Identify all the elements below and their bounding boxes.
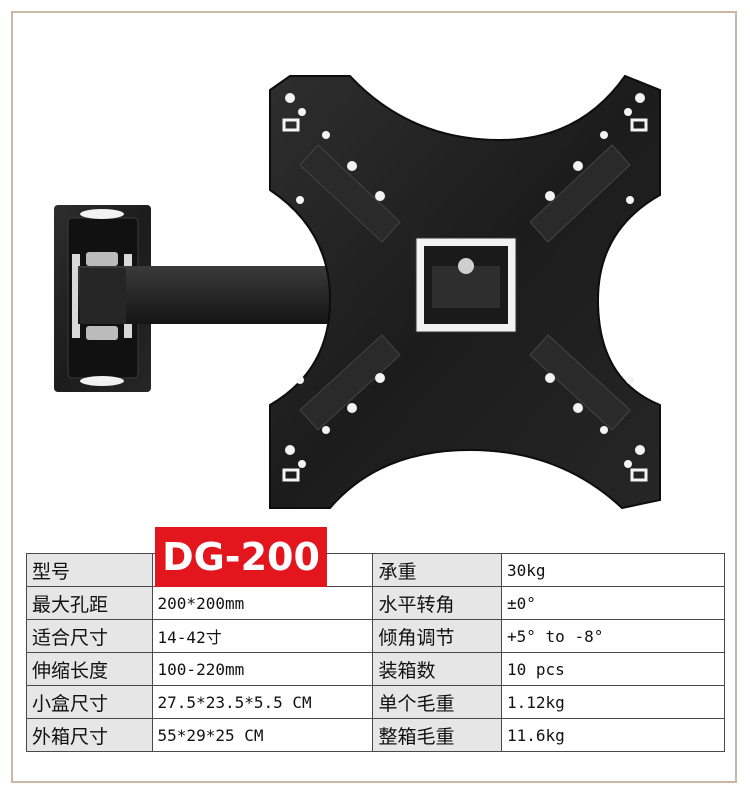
table-row: 小盒尺寸 27.5*23.5*5.5 CM 单个毛重 1.12kg <box>26 685 725 719</box>
value-carton-qty: 10 pcs <box>501 652 725 686</box>
table-row: 外箱尺寸 55*29*25 CM 整箱毛重 11.6kg <box>26 718 725 752</box>
table-row: 伸缩长度 100-220mm 装箱数 10 pcs <box>26 652 725 686</box>
label-model: 型号 <box>26 553 153 587</box>
label-carton-weight: 整箱毛重 <box>372 718 503 752</box>
value-carton-weight: 11.6kg <box>501 718 725 752</box>
value-tilt: +5° to -8° <box>501 619 725 653</box>
label-extension: 伸缩长度 <box>26 652 153 686</box>
label-carton-qty: 装箱数 <box>372 652 503 686</box>
value-swivel: ±0° <box>501 586 725 620</box>
table-row: 型号 承重 30kg <box>26 553 725 587</box>
table-row: 适合尺寸 14-42寸 倾角调节 +5° to -8° <box>26 619 725 653</box>
spec-table: 型号 承重 30kg 最大孔距 200*200mm 水平转角 ±0° 适合尺寸 … <box>26 553 725 752</box>
value-screen-size: 14-42寸 <box>151 619 374 653</box>
label-tilt: 倾角调节 <box>372 619 503 653</box>
value-load: 30kg <box>501 553 725 587</box>
label-screen-size: 适合尺寸 <box>26 619 153 653</box>
label-swivel: 水平转角 <box>372 586 503 620</box>
label-box-size: 小盒尺寸 <box>26 685 153 719</box>
label-unit-weight: 单个毛重 <box>372 685 503 719</box>
value-unit-weight: 1.12kg <box>501 685 725 719</box>
tv-wall-mount-image <box>54 74 661 510</box>
value-carton-size: 55*29*25 CM <box>151 718 374 752</box>
value-extension: 100-220mm <box>151 652 374 686</box>
extension-arm <box>78 266 340 324</box>
value-max-vesa: 200*200mm <box>151 586 374 620</box>
table-row: 最大孔距 200*200mm 水平转角 ±0° <box>26 586 725 620</box>
label-max-vesa: 最大孔距 <box>26 586 153 620</box>
value-box-size: 27.5*23.5*5.5 CM <box>151 685 374 719</box>
model-badge: DG-200 <box>155 527 327 587</box>
label-carton-size: 外箱尺寸 <box>26 718 153 752</box>
tv-plate <box>269 74 661 510</box>
label-load: 承重 <box>372 553 503 587</box>
